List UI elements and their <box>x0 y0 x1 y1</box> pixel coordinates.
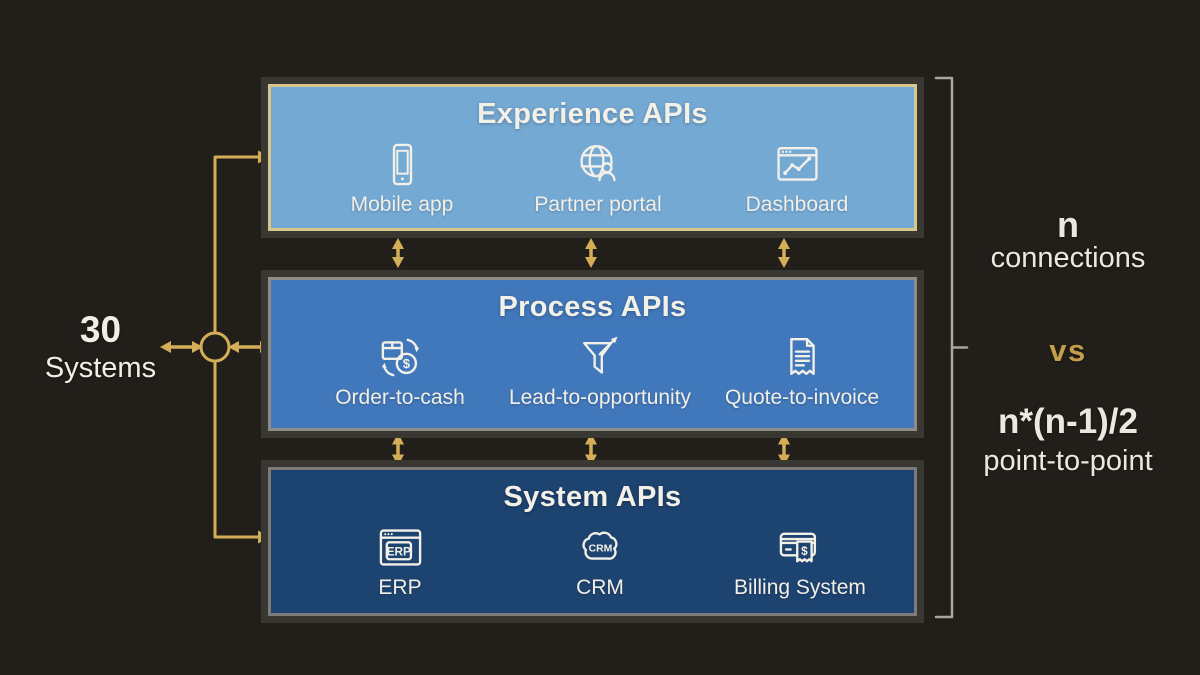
item-erp: ERP ERP <box>290 524 510 600</box>
item-label: Lead-to-opportunity <box>508 386 692 409</box>
svg-text:ERP: ERP <box>386 546 410 559</box>
systems-count-value: 30 <box>79 309 122 350</box>
n-connections-value: n <box>1057 204 1079 245</box>
item-label: Mobile app <box>350 193 454 216</box>
lead-to-opportunity-icon <box>582 336 617 374</box>
item-label: Partner portal <box>534 193 662 216</box>
quote-to-invoice-icon <box>789 338 815 375</box>
svg-text:CRM: CRM <box>588 543 612 554</box>
dashboard-icon <box>776 147 818 181</box>
item-quote-to-invoice: Quote-to-invoice <box>692 334 912 410</box>
item-label: Dashboard <box>745 193 849 216</box>
process-system-arrows-icon <box>392 433 790 466</box>
point-to-point-formula: n*(n-1)/2 <box>998 402 1138 441</box>
systems-count-annotation: 30 Systems <box>18 310 183 387</box>
item-crm: CRM CRM <box>490 524 710 600</box>
crm-cloud-icon: CRM <box>581 531 617 560</box>
erp-icon: ERP <box>379 529 421 566</box>
experience-process-arrows-icon <box>392 238 790 268</box>
item-order-to-cash: $ Order-to-cash <box>290 334 510 410</box>
item-partner-portal: Partner portal <box>488 141 708 217</box>
mobile-app-icon <box>392 143 412 186</box>
svg-text:$: $ <box>801 545 808 558</box>
system-apis-layer: System APIs ERP ERP CRM CRM <box>268 467 917 616</box>
order-to-cash-icon: $ <box>381 338 419 377</box>
hub-to-process-double-arrow-icon <box>228 341 271 353</box>
process-apis-title: Process APIs <box>498 291 687 323</box>
system-apis-title: System APIs <box>503 481 682 513</box>
item-dashboard: Dashboard <box>687 141 907 217</box>
item-mobile-app: Mobile app <box>292 141 512 217</box>
n-connections-label: connections <box>990 242 1146 274</box>
item-lead-to-opportunity: Lead-to-opportunity <box>490 334 710 410</box>
vs-label: vs <box>1049 333 1087 368</box>
point-to-point-label: point-to-point <box>983 445 1153 477</box>
process-apis-layer: Process APIs $ Order-to-cash Lead-to-o <box>268 277 917 431</box>
experience-apis-layer: Experience APIs Mobile app Partner porta… <box>268 84 917 231</box>
partner-portal-icon <box>579 145 616 182</box>
item-billing-system: $ Billing System <box>690 524 910 600</box>
billing-system-icon: $ <box>779 532 816 563</box>
hub-circle-icon <box>199 331 231 363</box>
item-label: Order-to-cash <box>335 386 465 409</box>
systems-count-word: Systems <box>44 352 157 384</box>
item-label: ERP <box>378 576 422 599</box>
item-label: Billing System <box>734 576 866 599</box>
item-label: CRM <box>576 576 624 599</box>
svg-text:$: $ <box>402 356 410 371</box>
experience-apis-title: Experience APIs <box>477 98 708 130</box>
item-label: Quote-to-invoice <box>724 386 880 409</box>
